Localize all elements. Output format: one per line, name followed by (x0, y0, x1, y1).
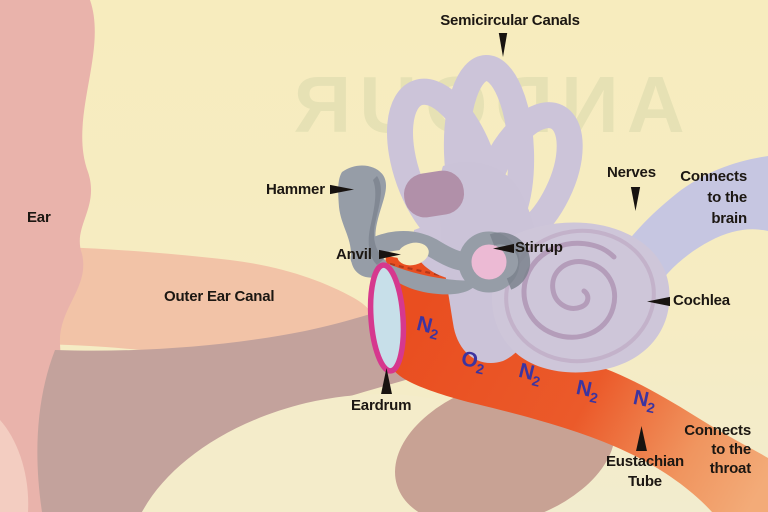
eardrum-label: Eardrum (351, 397, 412, 414)
connects-throat-label: Connects to the throat (684, 421, 751, 478)
stirrup-label: Stirrup (515, 239, 563, 256)
nerves-label: Nerves (607, 164, 656, 181)
eustachian-tube-line1: Eustachian (605, 453, 685, 470)
hammer-pointer (330, 184, 354, 195)
ear-pink-highlight (0, 420, 29, 512)
ossicle-base-band (382, 262, 479, 295)
hammer-shade (368, 176, 384, 265)
ear-label: Ear (27, 209, 51, 226)
vestibule-mauve-blob (403, 170, 465, 218)
cochlea-label: Cochlea (673, 292, 730, 309)
eustachian-tube-pointer (636, 426, 647, 451)
gas-label-o2: O2 (459, 347, 486, 378)
stirrup-ring (458, 231, 520, 293)
canal-wall-shape (37, 307, 423, 512)
hammer-label: Hammer (266, 181, 325, 198)
connects-brain-line2: to the (707, 189, 747, 206)
nerves-pointer (630, 187, 641, 211)
connects-throat-line2: to the (711, 441, 751, 458)
anvil-label: Anvil (336, 246, 372, 263)
stirrup-ring-shade (489, 232, 531, 290)
gas-label-n2-4: N2 (631, 386, 657, 417)
outer-ear-canal-label: Outer Ear Canal (164, 288, 275, 305)
stirrup-pointer (493, 243, 514, 254)
gas-label-n2-3: N2 (574, 376, 600, 407)
semicircular-canals-label: Semicircular Canals (440, 12, 580, 29)
connects-brain-line3: brain (711, 210, 747, 227)
eustachian-tube-line2: Tube (628, 473, 662, 490)
cochlea-spiral (521, 240, 618, 340)
cream-pocket (142, 394, 452, 512)
cochlea-rim (504, 228, 656, 364)
eustachian-tube-label: Eustachian Tube (592, 452, 698, 492)
cochlea-pointer (647, 296, 670, 307)
eardrum-pointer (381, 368, 392, 394)
semicircular-canals-pointer (498, 33, 508, 57)
eardrum-shape (367, 262, 407, 374)
connects-brain-line1: Connects (680, 168, 747, 185)
ear-pink-shape (0, 0, 118, 512)
connects-throat-line1: Connects (684, 422, 751, 439)
connects-throat-line3: throat (709, 460, 751, 477)
connects-brain-label: Connects to the brain (680, 166, 747, 229)
ossicle-window (397, 242, 429, 266)
anvil-pointer (379, 249, 401, 260)
